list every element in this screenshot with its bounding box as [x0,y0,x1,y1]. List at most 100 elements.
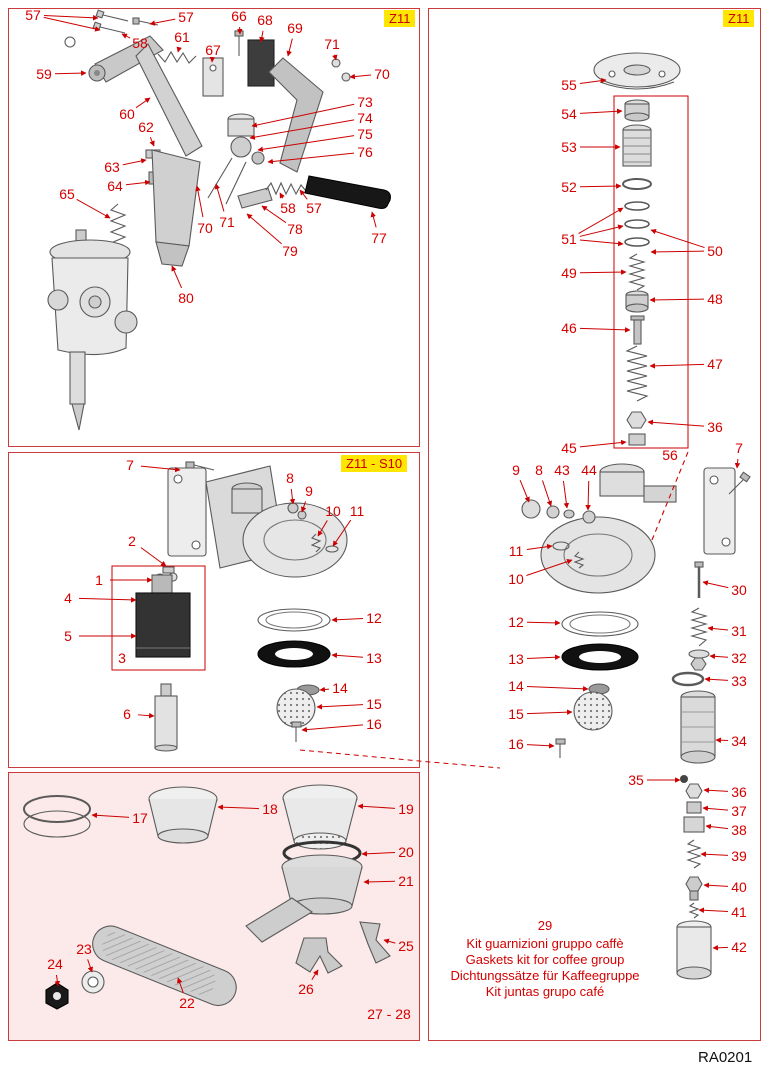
part-number-6: 6 [123,706,131,722]
part-number-16: 16 [508,736,524,752]
part-number-54: 54 [561,106,577,122]
part-number-57: 57 [178,9,194,25]
kit-line-it: Kit guarnizioni gruppo caffè [466,936,624,951]
diagram-tag-z11-s10: Z11 - S10 [341,455,408,472]
part-number-50: 50 [707,243,723,259]
part-number-10: 10 [508,571,524,587]
part-number-34: 34 [731,733,747,749]
part-number-73: 73 [357,94,373,110]
part-number-32: 32 [731,650,747,666]
part-number-38: 38 [731,822,747,838]
part-number-47: 47 [707,356,723,372]
part-number-8: 8 [286,470,294,486]
part-number-24: 24 [47,956,63,972]
part-number-15: 15 [508,706,524,722]
part-number-3: 3 [118,650,126,666]
part-number-20: 20 [398,844,414,860]
document-code: RA0201 [698,1049,753,1066]
part-number-53: 53 [561,139,577,155]
part-number-10: 10 [325,503,341,519]
part-number-58: 58 [132,35,148,51]
part-number-18: 18 [262,801,278,817]
part-number-30: 30 [731,582,747,598]
part-number-45: 45 [561,440,577,456]
part-number-35: 35 [628,772,644,788]
diagram-tag-z11-top: Z11 [384,10,416,27]
part-number-22: 22 [179,995,195,1011]
part-number-13: 13 [508,651,524,667]
part-number-33: 33 [731,673,747,689]
kit-dashed-connector [299,749,501,769]
part-number-56: 56 [662,447,678,463]
part-number-68: 68 [257,12,273,28]
part-number-43: 43 [554,462,570,478]
part-number-13: 13 [366,650,382,666]
part-number-59: 59 [36,66,52,82]
part-number-71: 71 [324,36,340,52]
part-number-25: 25 [398,938,414,954]
part-number-58: 58 [280,200,296,216]
part-number-66: 66 [231,8,247,24]
part-number-71: 71 [219,214,235,230]
part-number-37: 37 [731,803,747,819]
part-number-31: 31 [731,623,747,639]
part-number-74: 74 [357,110,373,126]
part-number-40: 40 [731,879,747,895]
part-number-61: 61 [174,29,190,45]
part-number-12: 12 [366,610,382,626]
part-number-52: 52 [561,179,577,195]
part-range-label: 27 - 28 [367,1006,411,1022]
part-number-60: 60 [119,106,135,122]
part-number-80: 80 [178,290,194,306]
group-head-art [111,461,348,752]
part-number-21: 21 [398,873,414,889]
kit-line-es: Kit juntas grupo café [485,984,605,999]
portafilter-art [23,784,391,1010]
part-number-51: 51 [561,231,577,247]
part-number-70: 70 [197,220,213,236]
part-number-11: 11 [508,543,524,559]
part-number-49: 49 [561,265,577,281]
part-number-4: 4 [64,590,72,606]
part-number-8: 8 [535,462,543,478]
part-number-15: 15 [366,696,382,712]
part-number-78: 78 [287,221,303,237]
part-number-46: 46 [561,320,577,336]
kit-line-en: Gaskets kit for coffee group [465,952,625,967]
part-number-65: 65 [59,186,75,202]
right-exploded-art [521,52,751,980]
part-number-19: 19 [398,801,414,817]
part-number-14: 14 [508,678,524,694]
part-number-12: 12 [508,614,524,630]
part-number-41: 41 [731,904,747,920]
part-number-79: 79 [282,243,298,259]
part-number-7: 7 [735,440,743,456]
part-number-57: 57 [306,200,322,216]
part-number-11: 11 [349,503,365,519]
part-number-44: 44 [581,462,597,478]
gasket-kit-note: 29 Kit guarnizioni gruppo caffè Gaskets … [430,918,660,1000]
part-number-77: 77 [371,230,387,246]
part-number-1: 1 [95,572,103,588]
part-number-57: 57 [25,7,41,23]
part-number-7: 7 [126,457,134,473]
part-number-67: 67 [205,42,221,58]
part-number-42: 42 [731,939,747,955]
part-number-63: 63 [104,159,120,175]
part-number-5: 5 [64,628,72,644]
part-number-14: 14 [332,680,348,696]
part-number-23: 23 [76,941,92,957]
part-number-39: 39 [731,848,747,864]
part-number-36: 36 [707,419,723,435]
kit-line-de: Dichtungssätze für Kaffeegruppe [450,968,640,983]
part-number-76: 76 [357,144,373,160]
part-number-75: 75 [357,126,373,142]
part-number-36: 36 [731,784,747,800]
part-number-64: 64 [107,178,123,194]
part-number-69: 69 [287,20,303,36]
part-number-16: 16 [366,716,382,732]
part-number-62: 62 [138,119,154,135]
part-number-17: 17 [132,810,148,826]
part-number-2: 2 [128,533,136,549]
